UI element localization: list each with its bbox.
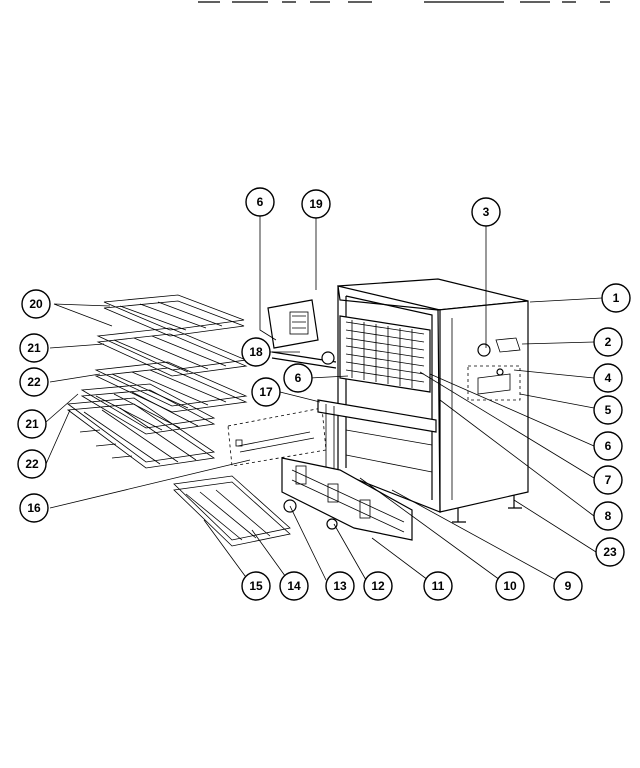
callout-9: 9 — [553, 571, 583, 601]
svg-text:6: 6 — [605, 439, 612, 453]
svg-text:4: 4 — [605, 371, 612, 385]
callout-2: 2 — [593, 327, 623, 357]
callout-13: 13 — [325, 571, 355, 601]
leader-lines — [45, 216, 603, 581]
thermostat-parts — [467, 337, 521, 401]
evaporator-coil — [339, 315, 431, 393]
svg-text:6: 6 — [257, 195, 264, 209]
svg-text:22: 22 — [27, 375, 41, 389]
callout-19: 19 — [301, 189, 331, 219]
cropped-header — [190, 0, 620, 6]
callout-18: 18 — [241, 337, 271, 367]
svg-text:21: 21 — [25, 417, 39, 431]
callout-12: 12 — [363, 571, 393, 601]
svg-text:13: 13 — [333, 579, 347, 593]
callout-22-lower: 22 — [17, 449, 47, 479]
callout-23: 23 — [595, 537, 625, 567]
wire-shelf-20 — [103, 294, 245, 337]
svg-text:14: 14 — [287, 579, 301, 593]
svg-text:7: 7 — [605, 473, 612, 487]
callout-14: 14 — [279, 571, 309, 601]
svg-text:11: 11 — [432, 579, 445, 593]
svg-text:9: 9 — [565, 579, 572, 593]
svg-text:19: 19 — [309, 197, 323, 211]
svg-text:12: 12 — [371, 579, 385, 593]
callout-8: 8 — [593, 501, 623, 531]
callout-10: 10 — [495, 571, 525, 601]
callout-11: 11 — [423, 571, 453, 601]
svg-text:18: 18 — [249, 345, 263, 359]
svg-text:22: 22 — [25, 457, 39, 471]
callout-1: 1 — [601, 283, 631, 313]
svg-text:15: 15 — [249, 579, 263, 593]
svg-text:20: 20 — [29, 297, 43, 311]
light-cover-17 — [317, 399, 437, 472]
callout-22-upper: 22 — [19, 367, 49, 397]
callout-21-lower: 21 — [17, 409, 47, 439]
drain-tube — [271, 351, 337, 369]
svg-text:2: 2 — [605, 335, 612, 349]
svg-text:5: 5 — [605, 403, 612, 417]
svg-text:1: 1 — [613, 291, 620, 305]
front-panel-16 — [227, 407, 327, 467]
bottom-tray — [173, 475, 291, 547]
svg-text:23: 23 — [603, 545, 617, 559]
svg-text:8: 8 — [605, 509, 612, 523]
svg-text:6: 6 — [295, 371, 302, 385]
svg-text:10: 10 — [503, 579, 517, 593]
wire-shelf-21-lower — [80, 383, 216, 435]
callout-20: 20 — [21, 289, 51, 319]
wire-shelf-22-lower — [66, 397, 216, 469]
callout-7: 7 — [593, 465, 623, 495]
callout-5: 5 — [593, 395, 623, 425]
callout-6-mid: 6 — [283, 363, 313, 393]
callout-4: 4 — [593, 363, 623, 393]
svg-text:21: 21 — [27, 341, 41, 355]
kickplate-grille — [281, 457, 413, 541]
callout-15: 15 — [241, 571, 271, 601]
callout-16: 16 — [19, 493, 49, 523]
svg-text:17: 17 — [259, 385, 273, 399]
callout-17: 17 — [251, 377, 281, 407]
wire-shelf-21-upper — [96, 327, 248, 377]
svg-text:3: 3 — [483, 205, 490, 219]
rear-bracket — [267, 299, 319, 349]
callout-3: 3 — [471, 197, 501, 227]
svg-text:16: 16 — [27, 501, 41, 515]
callout-6-top: 6 — [245, 187, 275, 217]
callout-21-upper: 21 — [19, 333, 49, 363]
callout-6-right: 6 — [593, 431, 623, 461]
